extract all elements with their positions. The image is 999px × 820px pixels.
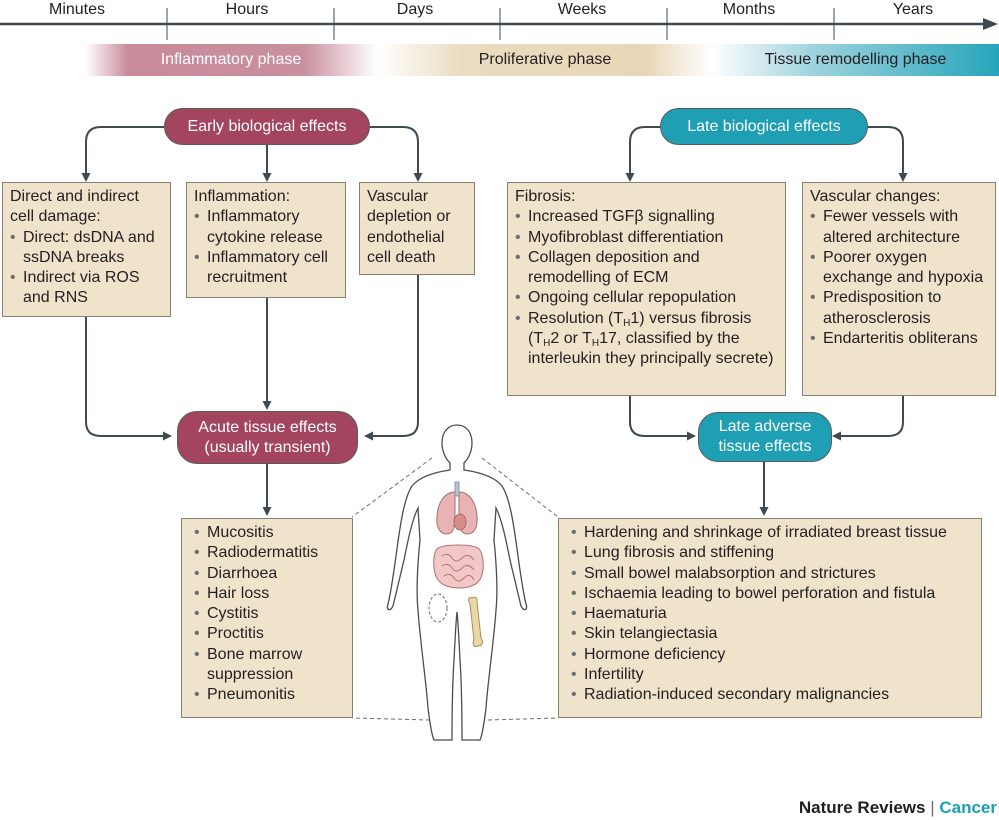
journal-credit: Nature Reviews | Cancer	[799, 798, 997, 818]
journal-section: Cancer	[939, 798, 997, 817]
list-item: Pneumonitis	[194, 685, 346, 706]
list-item: Hardening and shrinkage of irradiated br…	[571, 523, 975, 544]
timeline-tick-days: Days	[396, 1, 434, 18]
vascular-changes-list: Fewer vessels with altered architecture …	[810, 207, 989, 349]
late-effects-pill: Late biological effects	[660, 108, 868, 145]
fibrosis-box: Fibrosis: Increased TGFβ signalling Myof…	[507, 182, 786, 396]
late-effects-arrows	[625, 126, 908, 516]
phase-band-inflammatory	[85, 44, 377, 76]
list-item: Indirect via ROS and RNS	[10, 268, 164, 309]
inflammation-list: Inflammatory cytokine release Inflammato…	[194, 207, 339, 288]
list-item: Poorer oxygen exchange and hypoxia	[810, 248, 989, 289]
list-item: Predisposition to atherosclerosis	[810, 288, 989, 329]
list-item: Bone marrow suppression	[194, 645, 346, 686]
vascular-depletion-text: Vascular depletion or endothelial cell d…	[367, 188, 451, 266]
list-item: Hormone deficiency	[571, 645, 975, 666]
list-item-resolution: Resolution (TH1) versus fibrosis (TH2 or…	[515, 309, 779, 370]
list-item: Small bowel malabsorption and strictures	[571, 564, 975, 585]
timeline-tick-weeks: Weeks	[557, 1, 607, 18]
late-adverse-pill: Late adverse tissue effects	[698, 412, 832, 462]
timeline-tick-hours: Hours	[225, 1, 269, 18]
list-item: Myofibroblast differentiation	[515, 228, 779, 249]
list-item: Diarrhoea	[194, 564, 346, 585]
list-item: Lung fibrosis and stiffening	[571, 543, 975, 564]
cell-damage-list: Direct: dsDNA and ssDNA breaks Indirect …	[10, 228, 164, 309]
acute-effects-pill: Acute tissue effects (usually transient)	[177, 411, 358, 464]
cell-damage-title: Direct and indirect cell damage:	[10, 188, 139, 226]
acute-effects-box: Mucositis Radiodermatitis Diarrhoea Hair…	[181, 518, 353, 718]
timeline-tick-minutes: Minutes	[48, 1, 106, 18]
list-item: Radiodermatitis	[194, 543, 346, 564]
list-item: Hair loss	[194, 584, 346, 605]
timeline-tick-months: Months	[722, 1, 776, 18]
phase-label-remodelling: Tissue remodelling phase	[764, 51, 947, 68]
list-item: Increased TGFβ signalling	[515, 207, 779, 228]
early-effects-pill: Early biological effects	[164, 108, 370, 145]
fibrosis-list: Increased TGFβ signalling Myofibroblast …	[515, 207, 779, 369]
list-item: Ongoing cellular repopulation	[515, 288, 779, 309]
fibrosis-title: Fibrosis:	[515, 188, 576, 205]
list-item: Endarteritis obliterans	[810, 329, 989, 350]
late-adverse-list: Hardening and shrinkage of irradiated br…	[571, 523, 975, 706]
inflammation-box: Inflammation: Inflammatory cytokine rele…	[186, 182, 346, 298]
phase-band-remodelling	[712, 44, 999, 76]
list-item: Infertility	[571, 665, 975, 686]
list-item: Inflammatory cytokine release	[194, 207, 339, 248]
list-item: Haematuria	[571, 604, 975, 625]
list-item: Fewer vessels with altered architecture	[810, 207, 989, 248]
credit-separator: |	[925, 798, 940, 817]
journal-name: Nature Reviews	[798, 798, 926, 817]
acute-effects-list: Mucositis Radiodermatitis Diarrhoea Hair…	[194, 523, 346, 706]
timeline-axis	[0, 8, 998, 40]
list-item: Collagen deposition and remodelling of E…	[515, 248, 779, 289]
late-adverse-box: Hardening and shrinkage of irradiated br…	[558, 518, 982, 718]
list-item: Skin telangiectasia	[571, 624, 975, 645]
inflammation-title: Inflammation:	[194, 188, 291, 205]
vascular-changes-box: Vascular changes: Fewer vessels with alt…	[802, 182, 996, 396]
list-item: Radiation-induced secondary malignancies	[571, 685, 975, 706]
list-item: Direct: dsDNA and ssDNA breaks	[10, 228, 164, 269]
human-body-illustration	[386, 424, 528, 741]
list-item: Ischaemia leading to bowel perforation a…	[571, 584, 975, 605]
phase-label-inflammatory: Inflammatory phase	[160, 51, 302, 68]
list-item: Mucositis	[194, 523, 346, 544]
early-effects-arrows	[81, 126, 423, 516]
phase-label-proliferative: Proliferative phase	[478, 51, 612, 68]
phase-band-proliferative	[378, 44, 712, 76]
timeline-tick-years: Years	[892, 1, 934, 18]
vascular-changes-title: Vascular changes:	[810, 188, 941, 205]
list-item: Inflammatory cell recruitment	[194, 248, 339, 289]
list-item: Cystitis	[194, 604, 346, 625]
cell-damage-box: Direct and indirect cell damage: Direct:…	[2, 182, 171, 317]
zoom-lines	[351, 457, 559, 721]
list-item: Proctitis	[194, 624, 346, 645]
vascular-depletion-box: Vascular depletion or endothelial cell d…	[359, 182, 475, 275]
